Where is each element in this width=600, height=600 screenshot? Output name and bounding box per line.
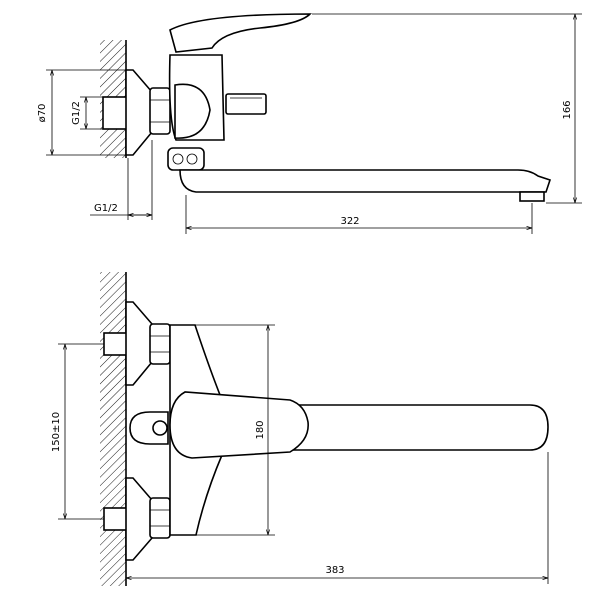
spout — [259, 404, 549, 451]
diverter-knob — [129, 411, 169, 445]
eccentric-pipe — [102, 96, 130, 130]
aerator — [519, 191, 545, 202]
dim-thread-horizontal-label: G1/2 — [94, 203, 118, 214]
diverter — [225, 93, 267, 115]
dim-centers-label: 150±10 — [51, 412, 62, 452]
lever-handle — [169, 391, 309, 459]
lower-nut — [149, 497, 171, 539]
upper-nut — [149, 323, 171, 365]
top-view: 180 150±10 383 — [51, 272, 549, 586]
dim-diameter-label: ø70 — [37, 104, 48, 123]
dim-thread-vertical-label: G1/2 — [71, 101, 82, 125]
spout — [179, 169, 552, 193]
upper-escutcheon — [125, 301, 153, 386]
side-view: ø70 G1/2 G1/2 322 166 — [37, 13, 582, 234]
wall-hatch — [100, 272, 126, 586]
nut — [149, 87, 171, 135]
lever-handle — [169, 13, 312, 53]
dim-height-label: 166 — [562, 100, 573, 119]
cartridge — [174, 83, 211, 139]
escutcheon — [125, 69, 153, 156]
lower-escutcheon — [125, 477, 153, 561]
dim-body-label: 180 — [255, 420, 266, 439]
dim-spout-length-label: 322 — [340, 216, 359, 227]
dim-total-length-label: 383 — [325, 565, 344, 576]
